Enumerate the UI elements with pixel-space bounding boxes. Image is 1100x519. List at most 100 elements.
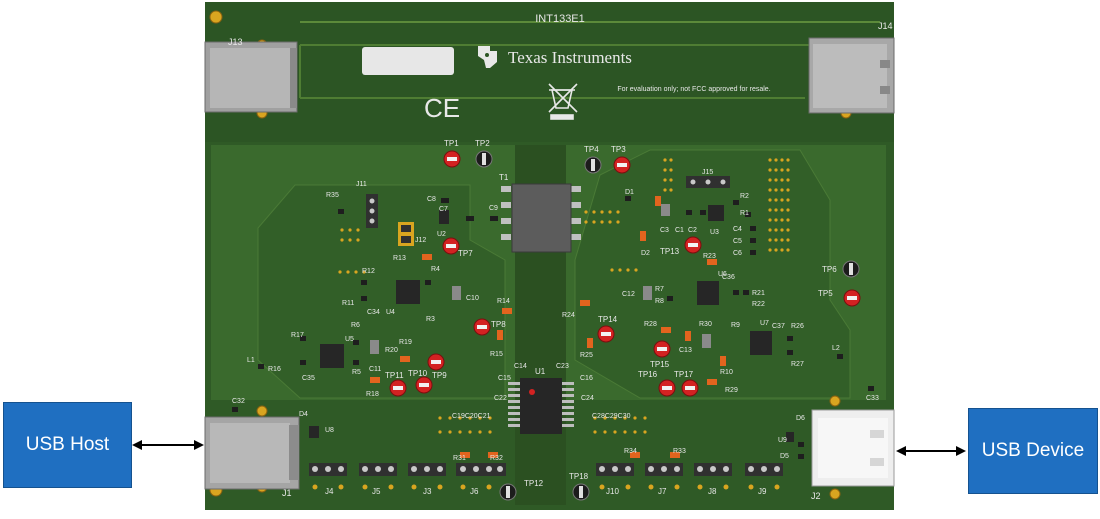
c12-label: C12 [622, 291, 635, 298]
tp17-label: TP17 [674, 370, 694, 379]
c14-label: C14 [514, 363, 527, 370]
tp10-label: TP10 [408, 369, 428, 378]
bottom-headers [309, 463, 783, 490]
u7-label: U7 [760, 320, 769, 327]
tp-red-icon [389, 150, 861, 397]
c19-c21-label: C19C20C21 [452, 413, 491, 420]
j6-label: J6 [470, 487, 479, 496]
c33-label: C33 [866, 395, 879, 402]
r26-label: R26 [791, 323, 804, 330]
c5-label: C5 [733, 238, 742, 245]
j9-label: J9 [758, 487, 767, 496]
r24-label: R24 [562, 312, 575, 319]
u6-label: U6 [718, 271, 727, 278]
r12-label: R12 [362, 268, 375, 275]
r17-label: R17 [291, 332, 304, 339]
tp9-label: TP9 [432, 371, 447, 380]
tp8-label: TP8 [491, 320, 506, 329]
bottom-header-labels: J4 J5 J3 J6 J10 J7 J8 J9 [325, 487, 767, 496]
usb-host-callout: USB Host [3, 402, 132, 488]
c16-label: C16 [580, 375, 593, 382]
d2-label: D2 [641, 250, 650, 257]
r1-label: R1 [740, 210, 749, 217]
passives [232, 196, 874, 459]
l2-label: L2 [832, 345, 840, 352]
j1-label: J1 [282, 488, 292, 498]
u9-label: U9 [778, 437, 787, 444]
l1-label: L1 [247, 357, 255, 364]
tp16-label: TP16 [638, 370, 658, 379]
r32-label: R32 [490, 455, 503, 462]
r28-label: R28 [644, 321, 657, 328]
small-ics [309, 205, 794, 442]
u5-label: U5 [345, 336, 354, 343]
c13-label: C13 [679, 347, 692, 354]
u3-label: U3 [710, 229, 719, 236]
j14-label: J14 [878, 21, 893, 31]
disclaimer-text: For evaluation only; not FCC approved fo… [617, 86, 770, 93]
c10-label: C10 [466, 295, 479, 302]
j12-label: J12 [415, 237, 426, 244]
r27-label: R27 [791, 361, 804, 368]
ce-mark: CE [424, 93, 460, 123]
r31-label: R31 [453, 455, 466, 462]
c11-label: C11 [369, 366, 381, 373]
c9-label: C9 [489, 205, 498, 212]
tp12-label: TP12 [524, 479, 544, 488]
c6-label: C6 [733, 250, 742, 257]
c7-label: C7 [439, 206, 448, 213]
r2-label: R2 [740, 193, 749, 200]
c4-label: C4 [733, 226, 742, 233]
r3-label: R3 [426, 316, 435, 323]
r29-label: R29 [725, 387, 738, 394]
r8-label: R8 [655, 298, 664, 305]
ti-logo-icon [478, 46, 497, 68]
r13-label: R13 [393, 255, 406, 262]
c32-label: C32 [232, 398, 245, 405]
t1-transformer [501, 183, 581, 253]
j15-header [686, 176, 730, 188]
d6-label: D6 [796, 415, 805, 422]
c36-label: C36 [722, 274, 735, 281]
r25-label: R25 [580, 352, 593, 359]
j11-label: J11 [356, 181, 367, 188]
j12-header [398, 222, 414, 246]
d1-label: D1 [625, 189, 634, 196]
r30-label: R30 [699, 321, 712, 328]
r33-label: R33 [673, 448, 686, 455]
j8-label: J8 [708, 487, 717, 496]
c35-label: C35 [302, 375, 315, 382]
c34-label: C34 [367, 309, 380, 316]
c1-label: C1 [675, 227, 684, 234]
r19-label: R19 [399, 339, 412, 346]
j1-connector [204, 416, 300, 490]
u4-label: U4 [386, 309, 395, 316]
j10-label: J10 [606, 487, 619, 496]
r4-label: R4 [431, 266, 440, 273]
tp-black-icon [475, 150, 860, 501]
r5-label: R5 [352, 369, 361, 376]
j2-label: J2 [811, 491, 821, 501]
j5-label: J5 [372, 487, 381, 496]
tp14-label: TP14 [598, 315, 618, 324]
tp13-label: TP13 [660, 247, 680, 256]
usb-host-arrow [132, 440, 204, 450]
r7-label: R7 [655, 286, 664, 293]
j3-label: J3 [423, 487, 432, 496]
brand-name: Texas Instruments [508, 48, 632, 67]
usb-device-arrow [896, 446, 966, 456]
r22-label: R22 [752, 301, 765, 308]
u1-chip [508, 378, 574, 434]
r11-label: R11 [342, 300, 354, 307]
tp1-label: TP1 [444, 139, 459, 148]
c8-label: C8 [427, 196, 436, 203]
c22-label: C22 [494, 395, 507, 402]
t1-label: T1 [499, 173, 509, 182]
tp7-label: TP7 [458, 249, 473, 258]
j11-header [366, 194, 378, 228]
tp18-label: TP18 [569, 472, 589, 481]
j14-connector [808, 37, 895, 114]
u1-label: U1 [535, 367, 546, 376]
